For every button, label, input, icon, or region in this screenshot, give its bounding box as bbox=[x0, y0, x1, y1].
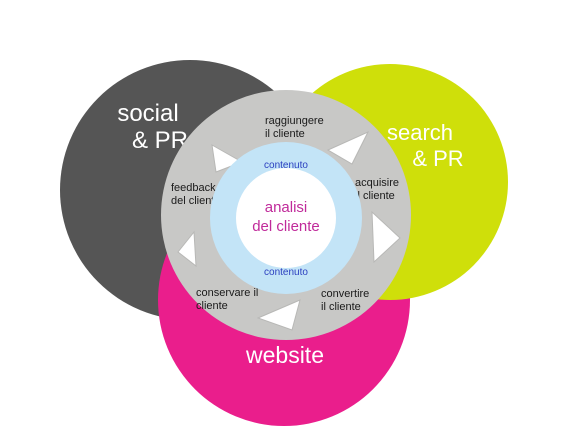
center-label-line2: del cliente bbox=[252, 218, 320, 235]
step-convertire-line1: convertire bbox=[321, 288, 369, 300]
content-label-bottom: contenuto bbox=[264, 267, 308, 278]
search-pr-label-line1: search bbox=[387, 120, 453, 145]
step-feedback-line1: feedback bbox=[171, 182, 216, 194]
arrow-bottom bbox=[256, 299, 301, 331]
arrow-left bbox=[177, 230, 197, 268]
step-acquisire-line2: il cliente bbox=[355, 190, 395, 202]
step-feedback-line2: del cliente bbox=[171, 195, 221, 207]
center-label-line1: analisi bbox=[265, 199, 308, 216]
arrow-right bbox=[371, 210, 401, 264]
step-convertire: convertire il cliente bbox=[321, 288, 369, 313]
step-acquisire: acquisire il cliente bbox=[355, 177, 399, 202]
arrow-top-left bbox=[211, 144, 244, 173]
step-raggiungere-line2: il cliente bbox=[265, 128, 305, 140]
step-conservare-line1: conservare il bbox=[196, 287, 258, 299]
step-raggiungere-line1: raggiungere bbox=[265, 115, 324, 127]
step-conservare: conservare il cliente bbox=[196, 287, 258, 312]
step-acquisire-line1: acquisire bbox=[355, 177, 399, 189]
arrow-top-right bbox=[326, 130, 370, 165]
content-label-top: contenuto bbox=[264, 160, 308, 171]
social-pr-label-line2: & PR bbox=[132, 127, 188, 154]
step-conservare-line2: cliente bbox=[196, 300, 228, 312]
website-label: website bbox=[245, 342, 324, 368]
step-feedback: feedback del cliente bbox=[171, 182, 221, 207]
step-convertire-line2: il cliente bbox=[321, 301, 361, 313]
step-raggiungere: raggiungere il cliente bbox=[265, 115, 324, 140]
social-pr-label-line1: social bbox=[117, 100, 178, 127]
cycle-arrows bbox=[177, 130, 401, 331]
center-circle bbox=[236, 168, 336, 268]
search-pr-label-line2: & PR bbox=[412, 146, 463, 171]
